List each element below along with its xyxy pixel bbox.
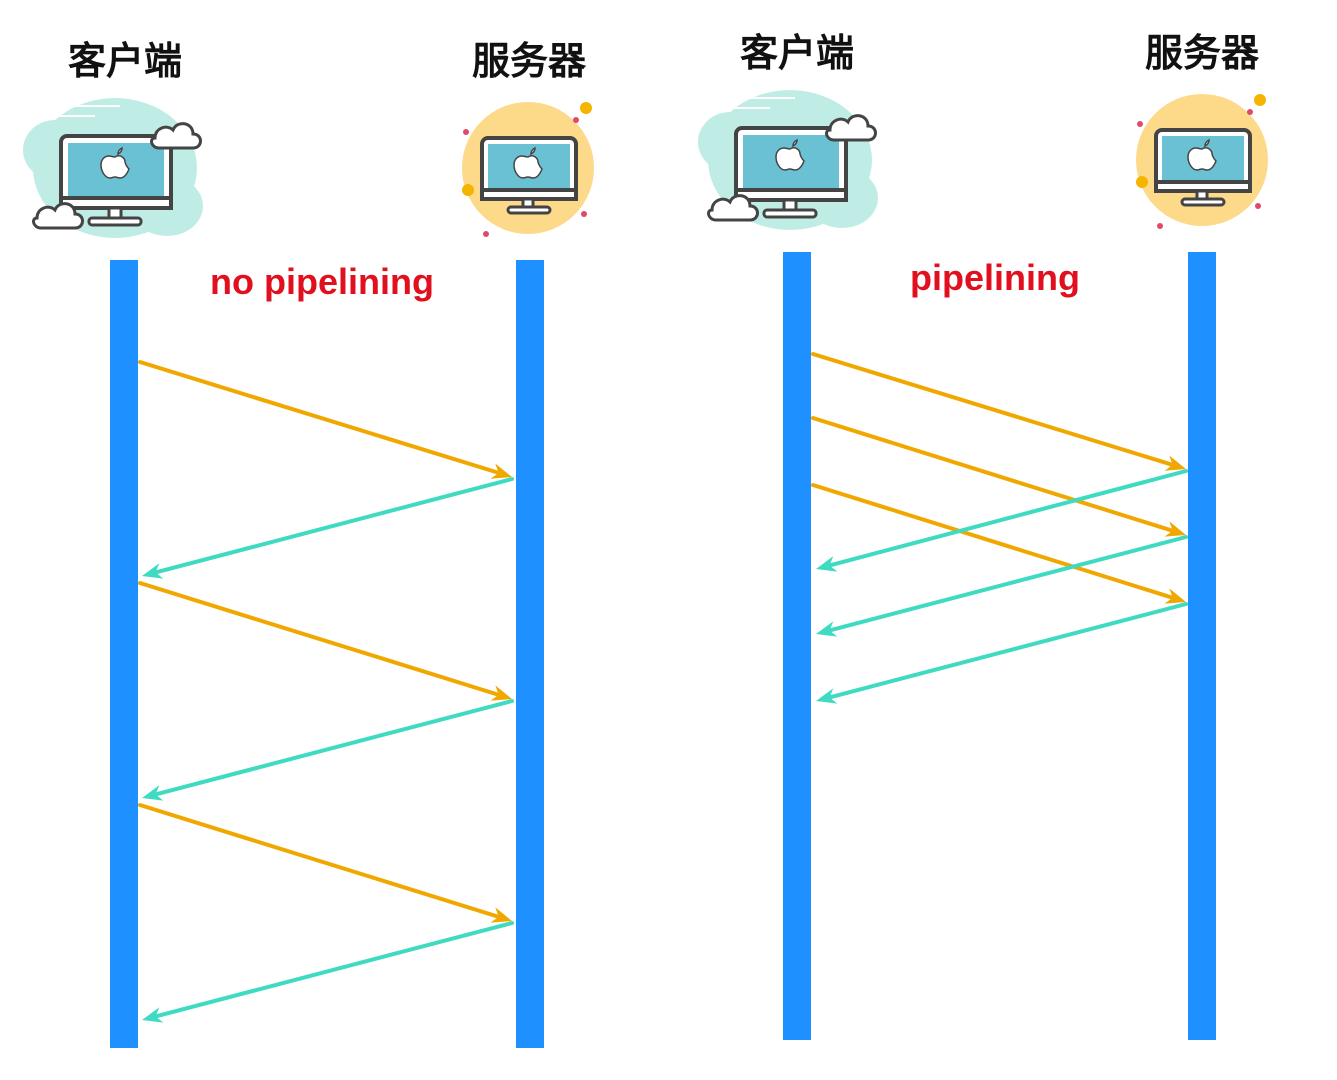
server-computer-sun-icon <box>1136 94 1268 229</box>
response-arrow <box>142 699 514 801</box>
client-computer-cloud-icon <box>23 98 203 238</box>
response-arrow <box>816 535 1188 637</box>
panel-title: no pipelining <box>210 261 434 302</box>
request-arrow <box>811 483 1186 604</box>
response-arrow <box>142 921 514 1023</box>
request-arrow <box>811 416 1186 537</box>
request-arrow <box>811 352 1186 471</box>
server-label: 服务器 <box>1145 31 1260 75</box>
request-arrow <box>138 803 512 923</box>
client-label: 客户端 <box>740 31 854 75</box>
server-lifeline <box>516 260 544 1048</box>
panel-title: pipelining <box>910 257 1080 298</box>
request-arrow <box>138 360 512 479</box>
server-label: 服务器 <box>472 39 587 83</box>
server-lifeline <box>1188 252 1216 1040</box>
response-arrow <box>816 469 1188 572</box>
server-computer-sun-icon <box>462 102 594 237</box>
client-label: 客户端 <box>68 39 182 83</box>
client-lifeline <box>783 252 811 1040</box>
client-computer-cloud-icon <box>698 90 878 230</box>
request-arrow <box>138 581 512 701</box>
client-lifeline <box>110 260 138 1048</box>
panel-pipelining: 客户端 服务器 pipelining <box>698 31 1268 1040</box>
response-arrow <box>142 477 514 579</box>
response-arrow <box>816 602 1188 704</box>
panel-no-pipelining: 客户端 服务器 no pipelining <box>23 39 594 1048</box>
